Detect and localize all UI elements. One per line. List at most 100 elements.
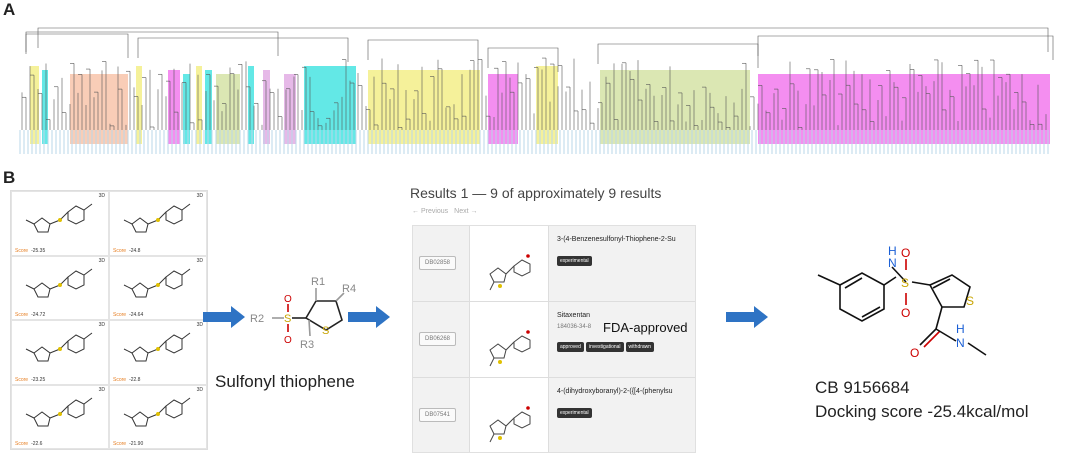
approval-annotation: FDA-approved xyxy=(603,320,688,335)
status-badge: experimental xyxy=(557,408,592,418)
cb9156684-structure: N H S O O S O N H xyxy=(817,245,987,360)
sulfonyl-s-label: S xyxy=(901,276,909,290)
3d-tag: 3D xyxy=(98,257,105,264)
results-pagination: ← Previous Next → xyxy=(412,208,477,215)
cluster-lilac-10 xyxy=(263,70,270,144)
drugbank-id[interactable]: DB07541 xyxy=(419,408,457,422)
cluster-yellow-3 xyxy=(136,66,142,144)
score-value: -24.64 xyxy=(129,312,144,318)
3d-tag: 3D xyxy=(98,193,105,199)
dendrogram-branches xyxy=(21,27,1054,130)
molecule-icon xyxy=(25,397,93,426)
sulfonyl-o2-label: O xyxy=(901,306,910,320)
amide-n-label: N xyxy=(956,336,965,350)
arrow-right-icon-2 xyxy=(348,306,390,328)
score-label: Score xyxy=(113,441,127,447)
3d-tag: 3D xyxy=(98,322,105,328)
score-value: -22.8 xyxy=(129,376,141,383)
score-label: Score xyxy=(15,376,29,383)
oxygen-label: O xyxy=(284,294,292,305)
docking-score: Docking score -25.4kcal/mol xyxy=(815,402,1029,421)
carbonyl-o-label: O xyxy=(910,346,919,360)
docked-molecule-card: 3D Score-22.6 xyxy=(11,384,109,449)
sulfonyl-o1-label: O xyxy=(901,246,910,260)
docked-molecule-card: 3D Score-23.25 xyxy=(11,320,109,385)
3d-tag: 3D xyxy=(196,257,203,264)
drug-name[interactable]: 4-(dihydroxyboranyl)-2-({[4-(phenylsu xyxy=(557,388,673,395)
structure-thumbnail xyxy=(469,302,549,377)
status-badge: investigational xyxy=(585,342,624,352)
docked-molecule-card: 3D Score-24.72 xyxy=(11,255,109,320)
docked-molecule-card: 3D Score-25.35 xyxy=(11,191,109,256)
r2-label: R2 xyxy=(250,313,264,325)
result-row[interactable]: DB02858 3-(4-Benzenesulfonyl-Thiophene-2… xyxy=(413,226,695,302)
core-caption: Sulfonyl thiophene xyxy=(215,372,355,391)
status-badges: experimental xyxy=(557,256,592,266)
status-badges: experimental xyxy=(557,408,592,418)
r1-label: R1 xyxy=(311,276,325,288)
drugbank-id[interactable]: DB02858 xyxy=(419,256,457,270)
status-badge: experimental xyxy=(557,256,592,266)
molecule-icon xyxy=(25,268,93,297)
cluster-cyan-5 xyxy=(183,74,190,144)
cluster-cyan-7 xyxy=(205,70,212,144)
3d-tag: 3D xyxy=(196,193,203,199)
molecule-icon xyxy=(123,397,191,426)
score-label: Score xyxy=(15,247,29,254)
amide-h-label: H xyxy=(956,322,965,336)
score-value: -23.25 xyxy=(31,376,46,383)
score-value: -25.35 xyxy=(31,247,46,254)
score-value: -24.8 xyxy=(129,247,141,254)
arrow-right-icon xyxy=(203,306,245,328)
score-label: Score xyxy=(113,312,127,318)
score-label: Score xyxy=(15,441,29,447)
results-table: DB02858 3-(4-Benzenesulfonyl-Thiophene-2… xyxy=(412,225,696,453)
cluster-yellow-6 xyxy=(196,66,202,144)
3d-tag: 3D xyxy=(196,322,203,328)
cas-number: 184036-34-8 xyxy=(557,324,592,330)
score-label: Score xyxy=(113,247,127,254)
result-row[interactable]: DB07541 4-(dihydroxyboranyl)-2-({[4-(phe… xyxy=(413,378,695,452)
oxygen-label-2: O xyxy=(284,335,292,346)
cluster-cyan-12 xyxy=(304,66,356,144)
cluster-green-16 xyxy=(600,70,750,144)
amine-h-label: H xyxy=(888,245,897,258)
thiophene-s-label: S xyxy=(966,294,974,308)
arrow-right-icon-3 xyxy=(726,306,768,328)
3d-tag: 3D xyxy=(98,386,105,393)
cluster-yellow-0 xyxy=(30,66,39,144)
molecule-icon xyxy=(123,203,191,233)
next-link[interactable]: Next → xyxy=(454,208,478,215)
structure-thumbnail xyxy=(469,226,549,301)
score-value: -22.6 xyxy=(31,441,43,447)
panel-label-b: B xyxy=(3,168,16,187)
cluster-magenta-14 xyxy=(488,74,518,144)
score-label: Score xyxy=(15,312,29,318)
drugbank-id[interactable]: DB06268 xyxy=(419,332,457,346)
docked-molecule-card: 3D Score-24.64 xyxy=(109,255,207,320)
cluster-dendrogram xyxy=(19,27,1054,154)
cluster-cyan-1 xyxy=(42,70,48,144)
status-badge: approved xyxy=(557,342,584,352)
results-header: Results 1 — 9 of approximately 9 results xyxy=(410,185,662,201)
molecule-icon xyxy=(123,332,191,362)
drug-name[interactable]: 3-(4-Benzenesulfonyl-Thiophene-2-Su xyxy=(557,236,676,243)
previous-link[interactable]: ← Previous xyxy=(412,208,449,215)
molecule-icon xyxy=(25,332,93,362)
docked-molecule-card: 3D Score-22.8 xyxy=(109,320,207,385)
sulfur-label: S xyxy=(284,313,291,325)
result-row[interactable]: DB06268 Sitaxentan 184036-34-8 FDA-appro… xyxy=(413,302,695,378)
structure-thumbnail xyxy=(469,378,549,452)
panel-label-a: A xyxy=(3,0,16,19)
drug-name[interactable]: Sitaxentan xyxy=(557,312,591,319)
cluster-cyan-9 xyxy=(248,66,254,144)
sulfonyl-thiophene-structure: R2 S O O R1 R4 S R3 xyxy=(250,276,356,351)
score-value: -24.72 xyxy=(31,312,46,318)
3d-tag: 3D xyxy=(196,386,203,393)
molecule-icon xyxy=(25,203,93,233)
r4-label: R4 xyxy=(342,283,356,295)
amine-n-label: N xyxy=(888,256,897,270)
ring-sulfur-label: S xyxy=(322,325,329,337)
